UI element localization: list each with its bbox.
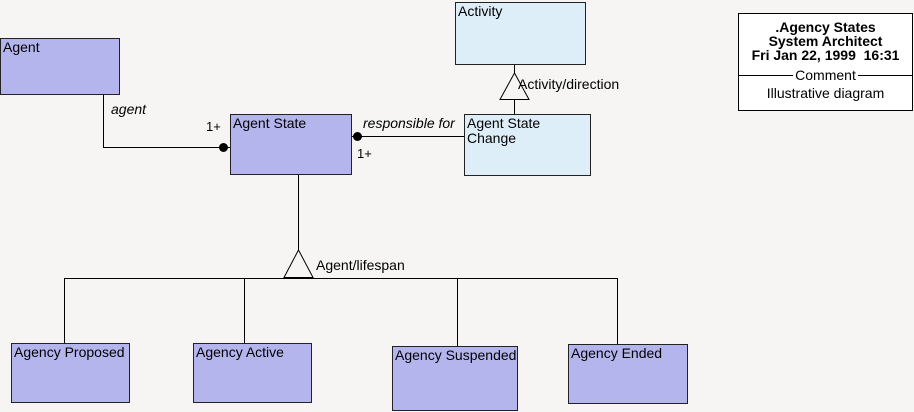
diagram-title-block[interactable]: .Agency States System Architect Fri Jan … — [738, 13, 913, 111]
connector-activity-lower — [514, 99, 515, 114]
title-block-timestamp: Fri Jan 22, 1999 16:31 — [751, 47, 900, 63]
connector-lifespan-stem — [298, 175, 299, 251]
node-label: Agency Active — [196, 344, 284, 360]
node-label: Agency Suspended — [395, 347, 517, 363]
connector-drop-ended — [617, 278, 618, 344]
edge-label-activity-direction: Activity/direction — [518, 76, 620, 92]
title-block-comment: Illustrative diagram — [766, 85, 885, 101]
title-block-tool: System Architect — [768, 33, 883, 49]
node-agency-suspended[interactable]: Agency Suspended — [392, 346, 518, 411]
divider-rule — [857, 74, 912, 76]
multiplicity-label: 1+ — [357, 146, 372, 161]
node-label: Agency Proposed — [14, 344, 125, 360]
node-label: Agent State Change — [467, 115, 541, 146]
title-block-title: .Agency States — [775, 19, 876, 35]
node-activity[interactable]: Activity — [455, 2, 586, 65]
connector-drop-proposed — [64, 278, 65, 343]
node-agent-state-change[interactable]: Agent State Change — [464, 114, 591, 176]
node-agency-ended[interactable]: Agency Ended — [568, 344, 688, 404]
node-label: Agent — [3, 39, 40, 55]
many-end-dot-icon — [353, 132, 362, 141]
multiplicity-label: 1+ — [206, 119, 221, 134]
triangle-junction-icon — [283, 249, 314, 278]
connector-drop-active — [244, 278, 245, 343]
connector-responsible-for — [352, 136, 464, 137]
connector-agent-horizontal — [103, 147, 231, 148]
node-label: Agent State — [233, 115, 307, 131]
edge-label-agent: agent — [111, 101, 147, 117]
many-end-dot-icon — [219, 143, 228, 152]
title-block-divider: Comment — [739, 68, 912, 82]
connector-agent-vertical — [103, 95, 104, 148]
title-block-section-label: Comment — [795, 67, 856, 83]
node-agency-proposed[interactable]: Agency Proposed — [11, 343, 130, 403]
edge-label-agent-lifespan: Agent/lifespan — [316, 257, 405, 273]
node-agency-active[interactable]: Agency Active — [193, 343, 312, 403]
edge-label-responsible-for: responsible for — [363, 115, 455, 131]
connector-tree-rail — [64, 278, 618, 279]
node-agent[interactable]: Agent — [0, 38, 120, 95]
divider-rule — [739, 74, 794, 76]
connector-activity-upper — [514, 65, 515, 73]
node-label: Agency Ended — [571, 345, 663, 361]
connector-drop-suspended — [457, 278, 458, 347]
node-label: Activity — [458, 3, 503, 19]
node-agent-state[interactable]: Agent State — [230, 114, 352, 175]
